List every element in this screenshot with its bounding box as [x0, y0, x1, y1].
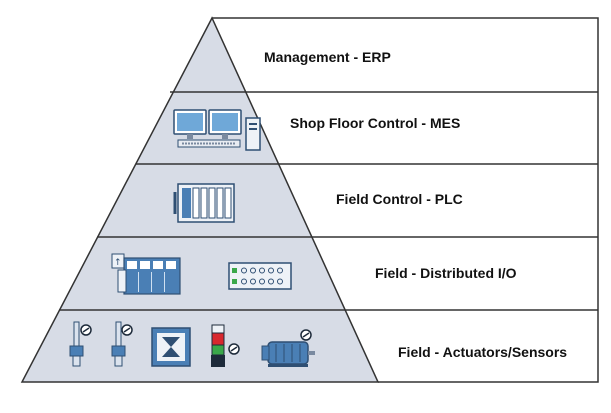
layer-label-erp: Management - ERP — [264, 49, 391, 65]
proximity-sensor-icon — [111, 321, 133, 367]
layer-label-actuators-sensors: Field - Actuators/Sensors — [398, 344, 568, 360]
valve-actuator-icon — [151, 327, 191, 367]
io-terminal-block-icon — [228, 262, 292, 290]
proximity-sensor-icon — [69, 321, 92, 367]
electric-motor-icon — [261, 329, 315, 367]
layer-label-plc: Field Control - PLC — [336, 191, 463, 207]
io-module-rack-icon: ↑↑ — [111, 253, 181, 295]
label-frame — [212, 17, 599, 383]
signal-tower-icon — [211, 324, 240, 367]
layer-label-distributed-io: Field - Distributed I/O — [375, 265, 517, 281]
workstation-icon — [173, 109, 261, 151]
svg-text:↑↑: ↑↑ — [114, 258, 129, 268]
plc-rack-icon — [173, 183, 235, 223]
layer-label-mes: Shop Floor Control - MES — [290, 115, 461, 131]
